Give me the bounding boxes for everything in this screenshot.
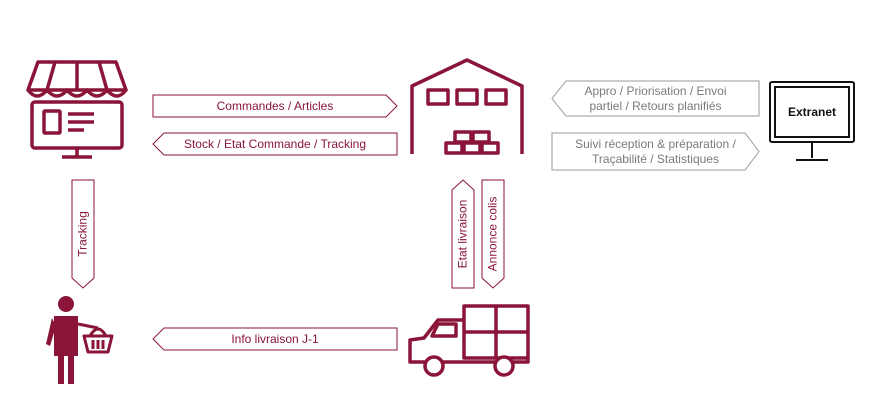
arrow-outline <box>451 179 475 289</box>
flow-orders-arrow: Commandes / Articles <box>152 94 398 118</box>
arrow-outline <box>551 132 760 171</box>
flow-annonce-colis-arrow: Annonce colis <box>481 179 505 289</box>
arrow-shape <box>152 132 398 156</box>
flow-orders-label: Commandes / Articles <box>216 98 334 113</box>
arrow-shape <box>152 327 398 351</box>
arrow-outline <box>551 80 760 117</box>
arrow-outline <box>152 132 398 156</box>
flow-stock-arrow: Stock / Etat Commande / Tracking <box>152 132 398 156</box>
monitor-icon <box>769 81 855 161</box>
arrow-shape <box>481 179 505 289</box>
arrow-outline <box>152 327 398 351</box>
warehouse-icon <box>410 58 524 155</box>
flow-etat-livraison-label: Etat livraison <box>455 199 470 269</box>
flow-tracking-label: Tracking <box>75 211 90 257</box>
extranet-label: Extranet <box>787 105 837 119</box>
arrow-outline <box>481 179 505 289</box>
arrow-shape <box>152 94 398 118</box>
arrow-shape <box>551 80 760 117</box>
arrow-shape <box>71 179 95 289</box>
flow-etat-livraison-arrow: Etat livraison <box>451 179 475 289</box>
flow-suivi-label-line1: Suivi réception & préparation / <box>575 136 736 151</box>
arrow-shape <box>451 179 475 289</box>
flow-info-livraison-label: Info livraison J-1 <box>231 331 319 346</box>
arrow-outline <box>71 179 95 289</box>
flow-appro-label-line2: partiel / Retours planifiés <box>589 98 722 113</box>
shopper-basket-icon <box>46 296 114 384</box>
delivery-truck-icon <box>408 304 530 377</box>
flow-annonce-colis-label: Annonce colis <box>485 196 500 272</box>
flow-appro-arrow: Appro / Priorisation / Envoi partiel / R… <box>551 80 760 117</box>
arrow-outline <box>152 94 398 118</box>
flow-tracking-arrow: Tracking <box>71 179 95 289</box>
arrow-shape <box>551 132 760 171</box>
storefront-icon <box>26 60 128 159</box>
flow-suivi-arrow: Suivi réception & préparation / Traçabil… <box>551 132 760 171</box>
flow-stock-label: Stock / Etat Commande / Tracking <box>183 136 367 151</box>
flow-appro-label-line1: Appro / Priorisation / Envoi <box>584 83 727 98</box>
flow-info-livraison-arrow: Info livraison J-1 <box>152 327 398 351</box>
flow-suivi-label-line2: Traçabilité / Statistiques <box>592 151 719 166</box>
